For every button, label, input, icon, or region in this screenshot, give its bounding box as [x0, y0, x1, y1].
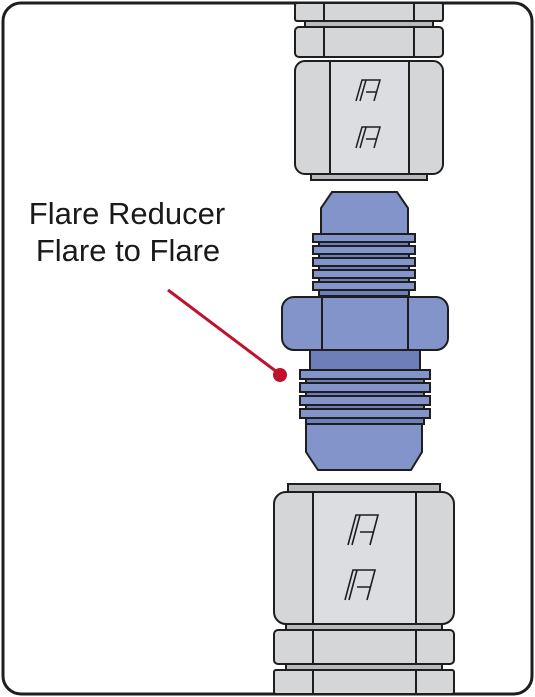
top-hex-band-2 — [294, 26, 444, 58]
reducer-hex — [281, 296, 449, 351]
bottom-hex-band-1 — [273, 629, 455, 665]
flare-reducer — [281, 191, 449, 471]
bottom-hose-end — [273, 483, 455, 695]
reducer-top-nose — [320, 191, 409, 235]
bottom-nut-logo-icon — [344, 514, 380, 601]
reducer-neck — [309, 349, 421, 371]
top-nut-logo-icon — [355, 79, 381, 149]
top-nut-lip — [310, 173, 428, 181]
callout-label-line2: Flare to Flare — [36, 233, 220, 268]
callout-pointer-dot — [273, 368, 287, 382]
reducer-bottom-threads — [299, 369, 431, 425]
reducer-top-threads — [312, 233, 416, 297]
top-hex-band-1 — [294, 2, 444, 22]
reducer-bottom-nose — [305, 423, 423, 471]
bottom-hex-band-2 — [273, 669, 455, 695]
callout-label-line1: Flare Reducer — [29, 196, 225, 231]
top-hose-end — [294, 2, 444, 181]
bottom-nut-lip — [287, 483, 441, 493]
callout-pointer-line — [167, 288, 278, 374]
